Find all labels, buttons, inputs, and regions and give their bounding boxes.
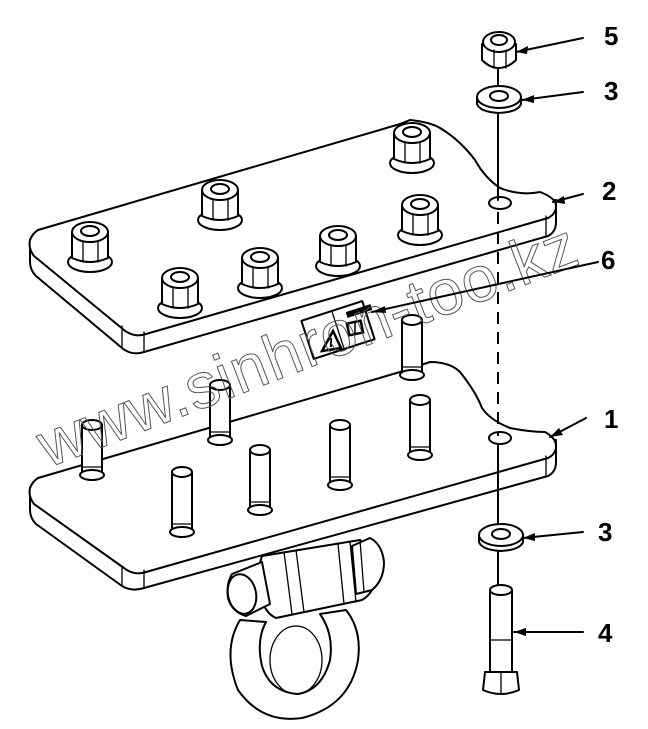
studs xyxy=(79,314,433,538)
lower-washer xyxy=(478,523,524,552)
callout-3-lower: 3 xyxy=(598,517,612,547)
flange-nut xyxy=(389,122,435,174)
callout-4: 4 xyxy=(598,618,613,648)
upper-plate-hole xyxy=(488,196,512,210)
callout-2: 2 xyxy=(602,176,616,206)
callout-leaders xyxy=(371,37,599,636)
flange-nut xyxy=(397,194,443,246)
callout-5: 5 xyxy=(604,21,618,51)
manual-book-icon xyxy=(345,319,365,337)
stud xyxy=(407,394,433,461)
top-flange-nut xyxy=(481,31,517,69)
lower-plate-hole xyxy=(488,431,512,445)
flange-nut xyxy=(315,225,361,277)
bow-shackle xyxy=(226,537,385,720)
hex-bolt xyxy=(482,584,520,695)
flange-nut xyxy=(197,179,243,231)
stud xyxy=(399,314,425,381)
stud xyxy=(327,419,353,491)
flange-nuts xyxy=(67,122,443,319)
flange-nut xyxy=(157,267,203,319)
warning-label xyxy=(300,300,376,360)
callout-1: 1 xyxy=(604,404,618,434)
warning-triangle-icon xyxy=(319,328,343,353)
callout-6: 6 xyxy=(601,245,615,275)
stud xyxy=(79,419,105,481)
stud xyxy=(247,444,273,516)
stud xyxy=(169,466,195,538)
stud xyxy=(207,379,233,446)
upper-washer xyxy=(476,85,522,114)
callout-3-upper: 3 xyxy=(604,76,618,106)
flange-nut xyxy=(67,221,113,273)
flange-nut xyxy=(237,247,283,299)
